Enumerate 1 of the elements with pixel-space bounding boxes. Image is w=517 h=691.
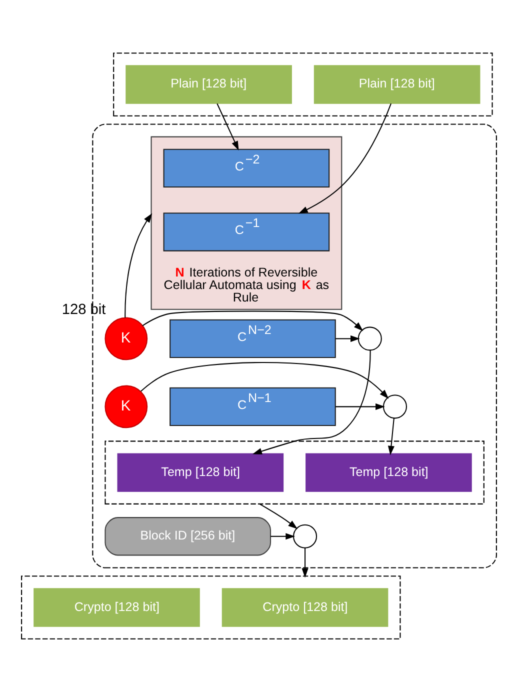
node-label: 128 bit: [61, 301, 106, 318]
